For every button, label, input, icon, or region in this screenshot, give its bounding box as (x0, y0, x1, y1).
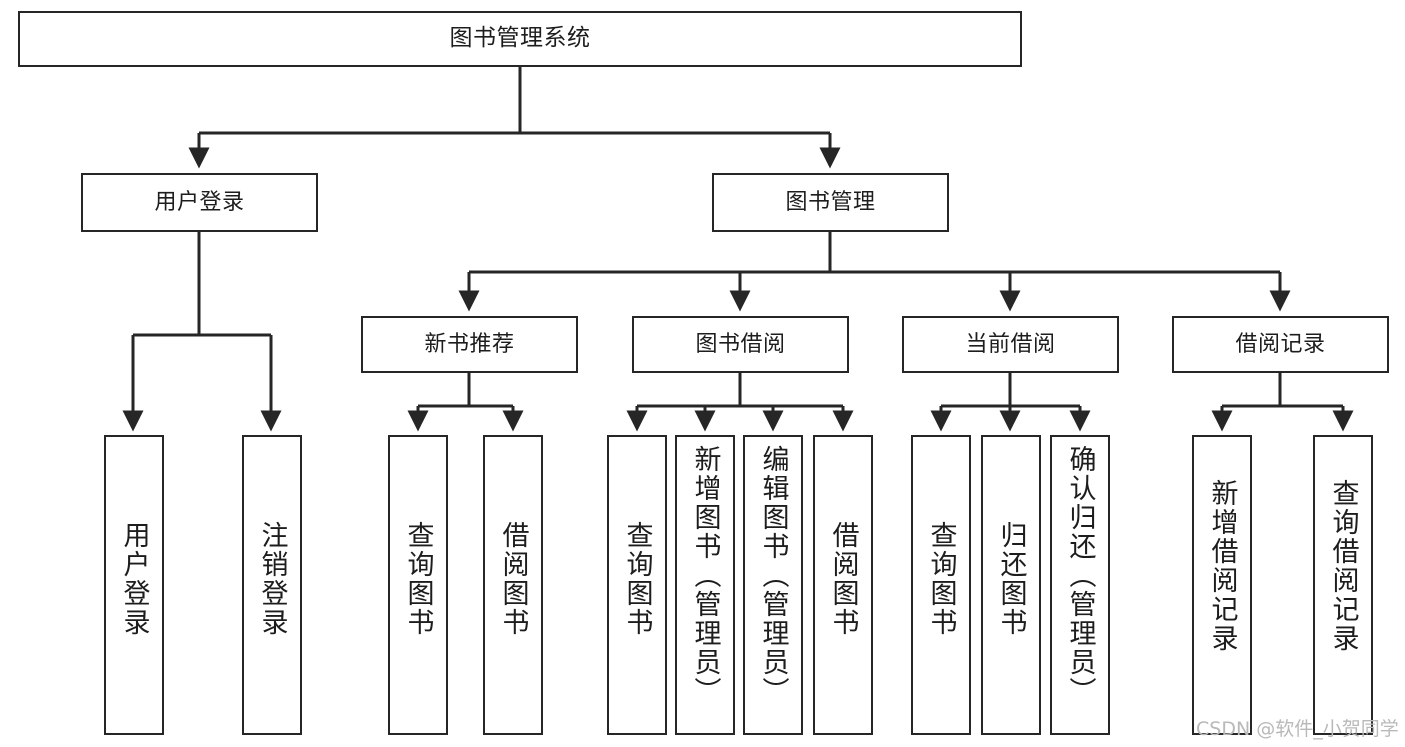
node-label: 确认归还（管理员） (1064, 445, 1096, 706)
leaf-query-record[interactable]: 查询借阅记录 (1313, 435, 1373, 735)
node-label: 图书借阅 (695, 331, 786, 357)
node-label: 查询图书 (925, 521, 957, 637)
watermark-credit: CSDN @软件_小贺同学 (1196, 718, 1399, 740)
node-label: 借阅记录 (1235, 331, 1326, 357)
node-label: 图书管理系统 (449, 25, 591, 52)
node-new-book-recommend[interactable]: 新书推荐 (361, 316, 578, 373)
node-book-management[interactable]: 图书管理 (712, 173, 949, 232)
node-label: 借阅图书 (497, 521, 529, 637)
leaf-query-book-2[interactable]: 查询图书 (607, 435, 667, 735)
node-label: 新增借阅记录 (1206, 479, 1238, 653)
node-label: 新增图书（管理员） (689, 445, 721, 706)
node-label: 新书推荐 (424, 331, 515, 357)
leaf-return-book[interactable]: 归还图书 (981, 435, 1041, 735)
leaf-user-login[interactable]: 用户登录 (104, 435, 164, 735)
node-book-borrow[interactable]: 图书借阅 (632, 316, 849, 373)
node-user-login[interactable]: 用户登录 (81, 173, 318, 232)
node-label: 用户登录 (118, 521, 150, 637)
leaf-confirm-return[interactable]: 确认归还（管理员） (1050, 435, 1110, 735)
node-label: 借阅图书 (827, 521, 859, 637)
node-label: 当前借阅 (965, 331, 1056, 357)
node-borrow-record[interactable]: 借阅记录 (1172, 316, 1389, 373)
leaf-query-book-1[interactable]: 查询图书 (388, 435, 448, 735)
leaf-logout-login[interactable]: 注销登录 (242, 435, 302, 735)
leaf-edit-book[interactable]: 编辑图书（管理员） (743, 435, 803, 735)
node-label: 查询图书 (402, 521, 434, 637)
node-root-system[interactable]: 图书管理系统 (18, 11, 1022, 67)
node-label: 查询借阅记录 (1327, 479, 1359, 653)
node-current-borrow[interactable]: 当前借阅 (902, 316, 1119, 373)
node-label: 用户登录 (154, 189, 245, 215)
node-label: 查询图书 (621, 521, 653, 637)
node-label: 图书管理 (785, 189, 876, 215)
node-label: 注销登录 (256, 521, 288, 637)
node-label: 编辑图书（管理员） (757, 445, 789, 706)
node-label: 归还图书 (995, 521, 1027, 637)
leaf-borrow-book-2[interactable]: 借阅图书 (813, 435, 873, 735)
leaf-borrow-book-1[interactable]: 借阅图书 (483, 435, 543, 735)
leaf-add-record[interactable]: 新增借阅记录 (1192, 435, 1252, 735)
leaf-query-book-3[interactable]: 查询图书 (911, 435, 971, 735)
leaf-add-book[interactable]: 新增图书（管理员） (675, 435, 735, 735)
